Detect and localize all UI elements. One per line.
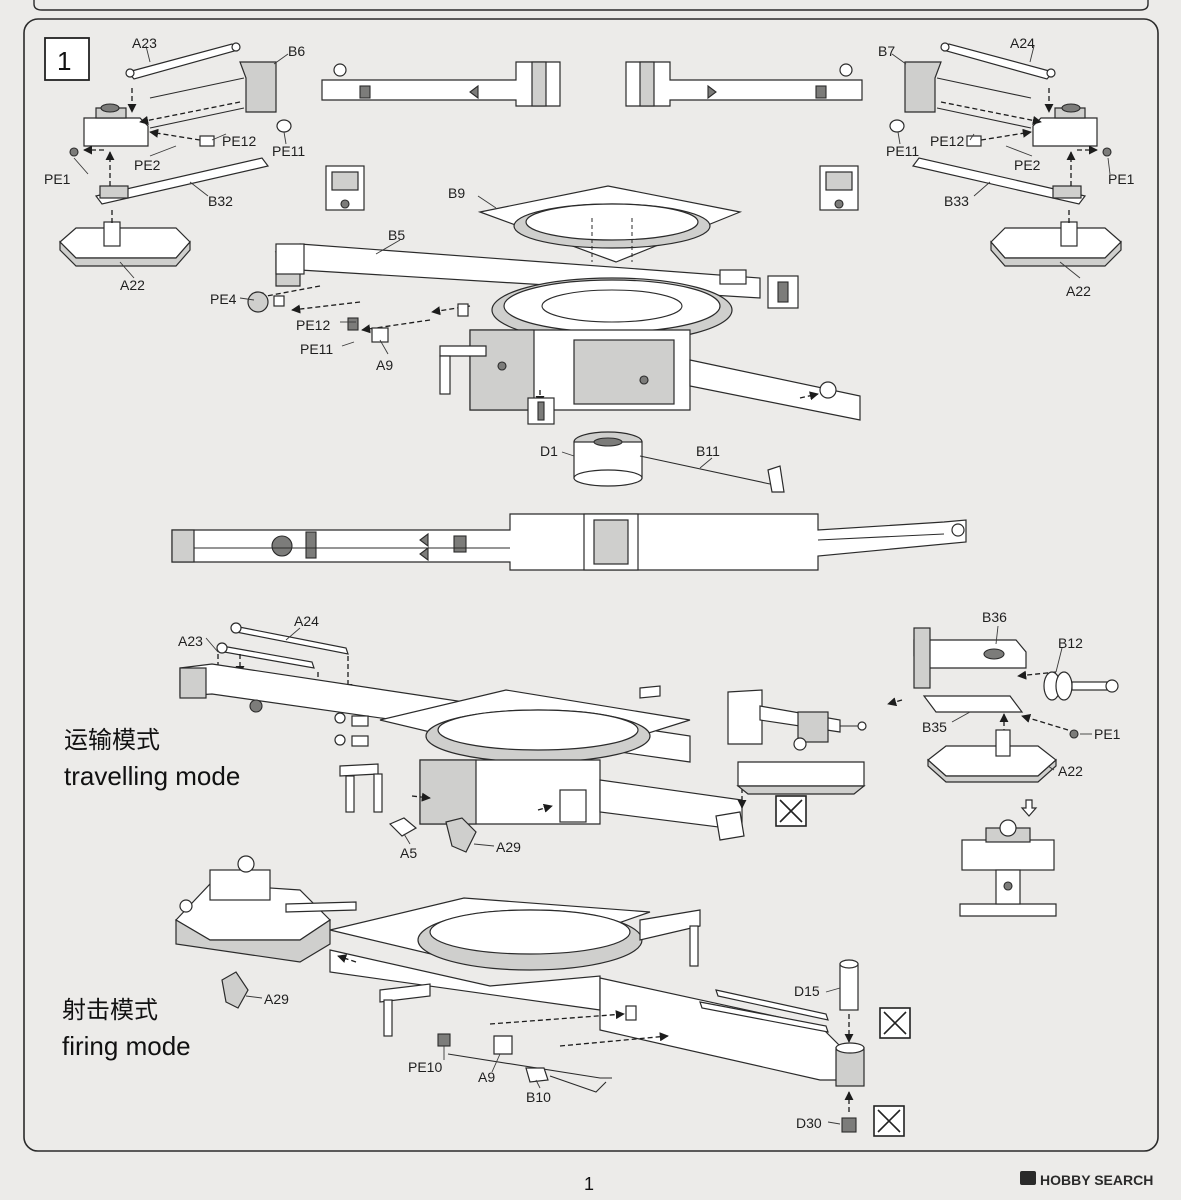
- watermark-logo-icon: [1020, 1171, 1036, 1185]
- leader-lines: [73, 45, 1111, 1125]
- no-glue-icon: [879, 1007, 911, 1039]
- label-D30: D30: [796, 1115, 822, 1131]
- label-PE2: PE2: [134, 157, 161, 173]
- label-PE12: PE12: [222, 133, 256, 149]
- label-A22: A22: [120, 277, 145, 293]
- travelling-mode-en: travelling mode: [64, 761, 240, 791]
- label-D1: D1: [540, 443, 558, 459]
- label-B35: B35: [922, 719, 947, 735]
- label-PE1: PE1: [1108, 171, 1135, 187]
- firing-mode-en: firing mode: [62, 1031, 191, 1061]
- label-A9: A9: [376, 357, 393, 373]
- watermark: HOBBY SEARCH: [1020, 1171, 1153, 1188]
- no-glue-icon: [873, 1105, 905, 1137]
- firing-mode-cn: 射击模式: [62, 996, 158, 1024]
- watermark-text: HOBBY SEARCH: [1040, 1172, 1153, 1188]
- jack-pad-subassembly: [887, 627, 1119, 917]
- page-frame: [23, 18, 1159, 1152]
- top-frame-edge: [33, 0, 1149, 11]
- label-A5: A5: [400, 845, 417, 861]
- label-PE4: PE4: [210, 291, 237, 307]
- label-PE10: PE10: [408, 1059, 442, 1075]
- label-B12: B12: [1058, 635, 1083, 651]
- label-A23: A23: [178, 633, 203, 649]
- travelling-mode-cn: 运输模式: [64, 726, 160, 754]
- label-PE11: PE11: [272, 143, 305, 159]
- left-cradle-assembly: [59, 42, 292, 267]
- end-view-left: [325, 165, 365, 211]
- label-A29: A29: [264, 991, 289, 1007]
- label-A22: A22: [1058, 763, 1083, 779]
- label-B33: B33: [944, 193, 969, 209]
- label-A29: A29: [496, 839, 521, 855]
- label-B32: B32: [208, 193, 233, 209]
- no-glue-icon: [775, 795, 807, 827]
- trail-arm-side-view-right: [625, 61, 863, 107]
- end-view-right: [819, 165, 859, 211]
- label-D15: D15: [794, 983, 820, 999]
- firing-mode-assembly: [175, 855, 911, 1137]
- label-B10: B10: [526, 1089, 551, 1105]
- label-B5: B5: [388, 227, 405, 243]
- label-PE12: PE12: [930, 133, 964, 149]
- label-PE11: PE11: [300, 341, 333, 357]
- label-PE1: PE1: [44, 171, 71, 187]
- trail-arm-side-view-left: [321, 61, 561, 107]
- trail-side-view: [171, 513, 967, 571]
- step-number-badge: 1: [44, 37, 90, 81]
- label-PE11: PE11: [886, 143, 919, 159]
- label-A23: A23: [132, 35, 157, 51]
- label-B7: B7: [878, 43, 895, 59]
- label-B6: B6: [288, 43, 305, 59]
- label-A24: A24: [1010, 35, 1035, 51]
- travelling-mode-assembly: [179, 622, 867, 853]
- central-carriage-assembly: [247, 185, 861, 493]
- page-number: 1: [584, 1174, 594, 1194]
- label-A24: A24: [294, 613, 319, 629]
- down-arrow-icon: [1020, 799, 1038, 817]
- label-A22: A22: [1066, 283, 1091, 299]
- step-number: 1: [57, 46, 71, 76]
- right-cradle-assembly: [889, 42, 1122, 267]
- label-B9: B9: [448, 185, 465, 201]
- label-B36: B36: [982, 609, 1007, 625]
- label-A9: A9: [478, 1069, 495, 1085]
- label-PE2: PE2: [1014, 157, 1041, 173]
- label-PE12: PE12: [296, 317, 330, 333]
- label-B11: B11: [696, 443, 720, 459]
- label-PE1: PE1: [1094, 726, 1121, 742]
